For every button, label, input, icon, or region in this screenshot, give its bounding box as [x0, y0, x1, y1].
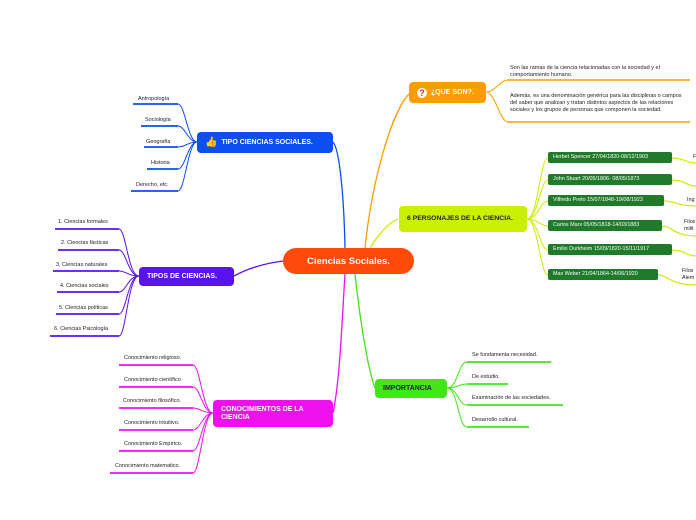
topic-importancia[interactable]: IMPORTANCIA	[375, 379, 447, 398]
topic-personajes[interactable]: 6 PERSONAJES DE LA CIENCIA.	[399, 206, 527, 232]
topic-label: ¿QUE SON?.	[431, 89, 474, 96]
thumbs-up-icon: 👍	[205, 137, 218, 148]
tipos-item[interactable]: 5. Ciencias políticas	[59, 305, 108, 311]
central-topic[interactable]: Ciencias Sociales.	[283, 248, 414, 274]
personaje-detail[interactable]: Alem	[682, 275, 695, 281]
personaje-box[interactable]: Carlos Marx 05/05/1818-14/03/1883	[548, 220, 662, 231]
personaje-box[interactable]: Max Weber 21/04/1864-14/06/1920	[548, 269, 658, 280]
personaje-box[interactable]: John Stuart 20/05/1806- 08/05/1873	[548, 174, 672, 185]
tipo-item[interactable]: Derecho, etc.	[136, 182, 169, 188]
conocimiento-item[interactable]: Conocimiento Empírico.	[124, 441, 183, 447]
conocimiento-item[interactable]: Conocimiento científico	[124, 377, 181, 383]
tipos-item[interactable]: 3. Ciencias naturales	[56, 262, 108, 268]
conocimiento-item[interactable]: Conocimiento religioso.	[124, 355, 182, 361]
personaje-detail[interactable]: Ing	[687, 197, 695, 203]
topic-conocimientos[interactable]: CONOCIMIENTOS DE LA CIENCIA	[213, 400, 333, 427]
tipos-item[interactable]: 6. Ciencias Psicología	[54, 326, 109, 332]
question-icon: ?	[417, 87, 427, 98]
link-personajes	[369, 218, 399, 249]
tipos-item[interactable]: 1. Ciencias formales	[58, 219, 108, 225]
que-son-item-2[interactable]: Además, es una denominación genérica par…	[510, 93, 682, 113]
personaje-detail[interactable]: Filos	[684, 219, 696, 225]
link-conocimientos	[332, 273, 346, 414]
personaje-detail[interactable]: milit	[684, 226, 694, 232]
link-tipos	[233, 260, 284, 277]
tipo-item[interactable]: Antropología	[138, 96, 170, 102]
conocimiento-item[interactable]: Conocimiento matematico.	[115, 463, 181, 469]
link-que-son	[364, 92, 411, 249]
personaje-box[interactable]: Herbet Spencer 27/04/1820-08/12/1903	[548, 152, 672, 163]
topic-que-son[interactable]: ? ¿QUE SON?.	[409, 82, 486, 103]
tipo-item[interactable]: Historia	[151, 160, 170, 166]
tipos-item[interactable]: 2. Ciencias fácticas	[61, 240, 109, 246]
personaje-box[interactable]: Vilfredo Preto 15/07/1848-19/08/1923	[548, 195, 664, 206]
personaje-detail[interactable]: F	[693, 154, 696, 160]
conocimiento-item[interactable]: Conocimiento intuitivo.	[124, 420, 180, 426]
importancia-item[interactable]: Examinación de las sociedades.	[472, 395, 551, 401]
que-son-item-1[interactable]: Son las ramas de la ciencia relacionadas…	[510, 65, 660, 78]
topic-label: TIPO CIENCIAS SOCIALES.	[221, 139, 313, 146]
topic-tipo-ciencias-sociales[interactable]: 👍 TIPO CIENCIAS SOCIALES.	[197, 132, 333, 153]
conocimiento-item[interactable]: Conocimiento filosófico.	[123, 398, 182, 404]
tipo-item[interactable]: Sociología	[145, 117, 171, 123]
personaje-box[interactable]: Emilio Durkheim 15/09/1820-15/11/1917	[548, 244, 672, 255]
tipo-item[interactable]: Geografía	[146, 139, 171, 145]
tipos-item[interactable]: 4. Ciencias sociales	[60, 283, 109, 289]
link-importancia	[354, 273, 376, 389]
importancia-item[interactable]: Desarrollo cultural.	[472, 417, 518, 423]
topic-tipos-de-ciencias[interactable]: TIPOS DE CIENCIAS.	[139, 267, 234, 286]
importancia-item[interactable]: Se fundamenta necesidad.	[472, 352, 538, 358]
importancia-item[interactable]: De estudio.	[472, 374, 500, 380]
personaje-detail[interactable]: Filos	[682, 268, 694, 274]
link-tipo	[332, 141, 346, 249]
